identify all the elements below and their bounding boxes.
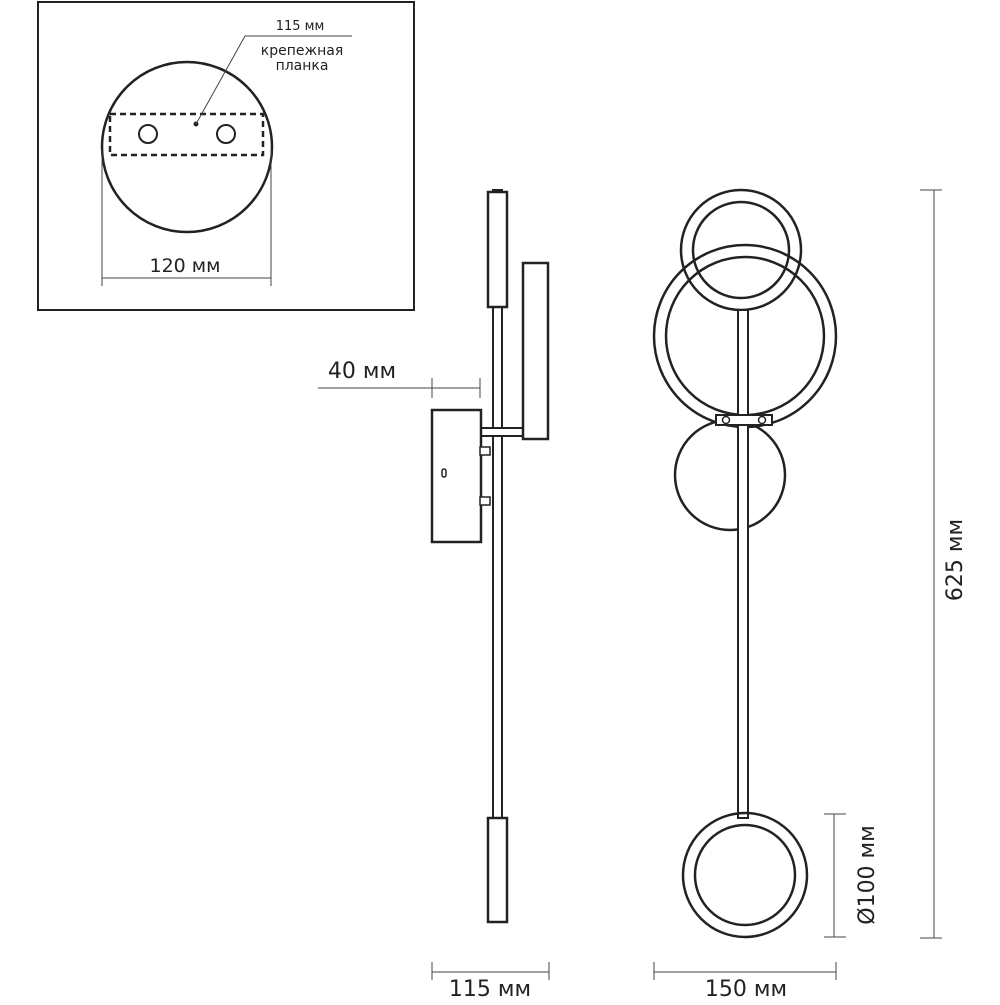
bracket-label-line2: планка xyxy=(276,58,329,74)
mounting-bracket-dashed xyxy=(108,112,265,157)
inset-frame xyxy=(37,1,415,311)
inset-bottom-dimension: 120 мм xyxy=(150,255,221,277)
height-dimension: 625 мм xyxy=(943,519,968,601)
offset-dimension: 40 мм xyxy=(328,359,396,384)
ring-diameter-dimension: Ø100 мм xyxy=(855,825,880,925)
front-small-ring-outer xyxy=(679,188,803,312)
side-mount-box xyxy=(430,408,483,544)
bracket-label-line1: крепежная xyxy=(261,43,344,59)
wall-plate-circle xyxy=(100,60,274,234)
side-top-led-bar xyxy=(486,190,509,309)
front-connector-screw-left xyxy=(721,415,731,425)
screw-hole-left xyxy=(138,124,158,144)
front-bottom-ring-inner xyxy=(693,823,797,927)
front-small-ring-inner xyxy=(691,200,791,300)
depth-dimension: 115 мм xyxy=(449,977,531,1000)
inset-top-dimension: 115 мм xyxy=(276,19,325,34)
front-connector-screw-right xyxy=(757,415,767,425)
mounting-plate-inset: 115 мм крепежная планка 120 мм xyxy=(37,1,415,311)
side-view: 40 мм 115 мм xyxy=(318,189,550,1002)
side-mount-notch-lower xyxy=(479,496,491,506)
front-connector xyxy=(715,414,773,426)
front-wall-plate xyxy=(673,418,787,532)
screw-hole-right xyxy=(216,124,236,144)
front-bottom-ring-outer xyxy=(681,811,809,939)
front-view: 150 мм 625 мм Ø100 мм xyxy=(652,188,968,1002)
side-second-bar xyxy=(521,261,550,441)
bracket-leader-line xyxy=(195,35,246,125)
side-arm xyxy=(477,427,525,437)
front-rod xyxy=(737,309,749,819)
side-mount-notch-upper xyxy=(479,446,491,456)
width-dimension: 150 мм xyxy=(705,977,787,1000)
side-mount-screw xyxy=(441,468,447,478)
side-bottom-led-bar xyxy=(486,816,509,924)
